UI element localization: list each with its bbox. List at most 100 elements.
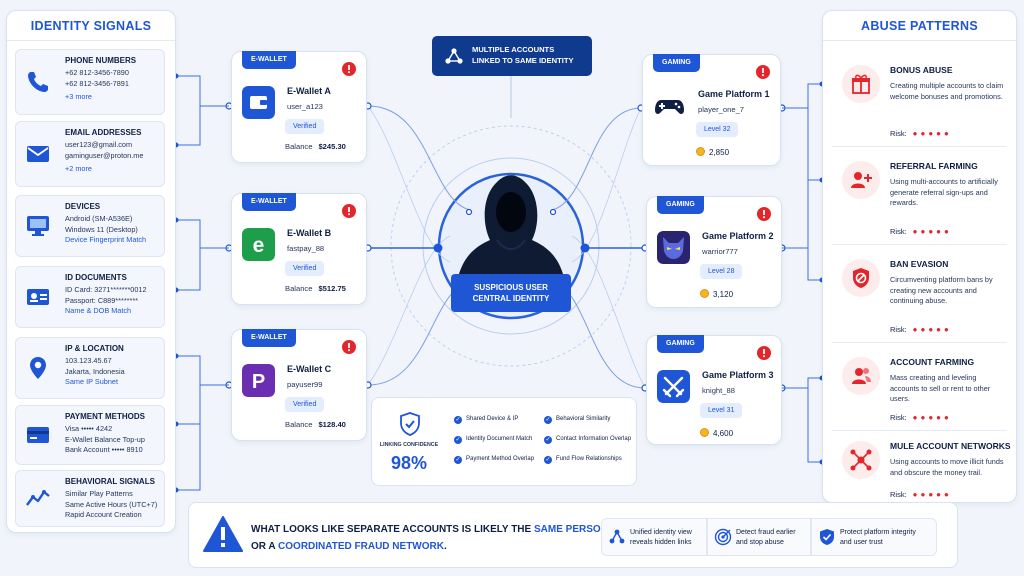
id-card-icon xyxy=(27,289,49,305)
risk-rating: Risk:●●●●● xyxy=(890,325,952,334)
hierarchy-icon xyxy=(609,529,625,544)
pattern-ban-evasion[interactable]: BAN EVASION Circumventing platform bans … xyxy=(832,247,1007,343)
signal-heading: ID DOCUMENTS xyxy=(65,273,127,282)
feature-unified-view: Unified identity view reveals hidden link… xyxy=(601,518,707,556)
signal-id-documents[interactable]: ID DOCUMENTS ID Card: 3271*******0012 Pa… xyxy=(15,266,165,328)
signal-line: Passport: C889******** xyxy=(65,295,139,305)
conclusion-text: . xyxy=(443,541,447,552)
account-username: user_a123 xyxy=(287,102,323,111)
signal-match-link[interactable]: Same IP Subnet xyxy=(65,377,119,386)
signal-email-addresses[interactable]: EMAIL ADDRESSES user123@gmail.com gaming… xyxy=(15,121,165,187)
feature-line: Unified identity view xyxy=(630,529,692,536)
feature-line: and user trust xyxy=(840,539,883,546)
signal-line: Android (SM-A536E) xyxy=(65,214,133,223)
conclusion-highlight: COORDINATED FRAUD NETWORK xyxy=(278,541,444,552)
conclusion-highlight: SAME PERSON xyxy=(533,524,608,535)
account-username: fastpay_88 xyxy=(287,244,325,253)
coin-value: 2,850 xyxy=(709,148,730,157)
banner-text: MULTIPLE ACCOUNTS LINKED TO SAME IDENTIT… xyxy=(472,44,574,66)
account-type-tag: E-WALLET xyxy=(242,193,296,211)
pattern-bonus-abuse[interactable]: BONUS ABUSE Creating multiple accounts t… xyxy=(832,53,1007,147)
alert-icon xyxy=(342,204,356,218)
conclusion-bar: WHAT LOOKS LIKE SEPARATE ACCOUNTS IS LIK… xyxy=(188,502,958,568)
abuse-patterns-panel: ABUSE PATTERNS BONUS ABUSE Creating mult… xyxy=(822,10,1017,503)
account-card-game-platform-3[interactable]: GAMING Game Platform 3 knight_88 Level 3… xyxy=(646,335,782,445)
confidence-item-label: Payment Method Overlap xyxy=(466,456,535,462)
confidence-item-label: Contact Information Overlap xyxy=(556,436,632,442)
coin-balance: 2,850 xyxy=(696,147,729,157)
gamepad-icon xyxy=(655,100,684,114)
account-card-ewallet-a[interactable]: E-WALLET E-Wallet A user_a123 Verified B… xyxy=(231,51,367,163)
account-username: player_one_7 xyxy=(698,105,745,114)
account-card-game-platform-2[interactable]: GAMING Game Platform 2 warrior777 Level … xyxy=(646,196,782,308)
signal-line: Visa ••••• 4242 xyxy=(65,424,113,433)
signal-heading: IP & LOCATION xyxy=(65,344,124,353)
pattern-referral-farming[interactable]: REFERRAL FARMING Using multi-accounts to… xyxy=(832,149,1007,245)
signal-line: user123@gmail.com xyxy=(65,140,133,149)
confidence-item-label: Shared Device & IP xyxy=(466,416,519,422)
signal-devices[interactable]: DEVICES Android (SM-A536E) Windows 11 (D… xyxy=(15,195,165,257)
signal-line: ID Card: 3271*******0012 xyxy=(65,285,147,294)
conclusion-text: OR A xyxy=(251,541,279,552)
account-type-tag: GAMING xyxy=(657,335,704,353)
check-icon: ✓ xyxy=(454,436,462,444)
share-nodes-icon xyxy=(445,48,463,64)
confidence-item: ✓ Contact Information Overlap xyxy=(544,436,631,444)
confidence-item: ✓Payment Method Overlap xyxy=(454,456,534,464)
phone-icon xyxy=(28,72,48,92)
linked-accounts-banner: MULTIPLE ACCOUNTS LINKED TO SAME IDENTIT… xyxy=(432,36,592,76)
account-card-ewallet-c[interactable]: E-WALLET P E-Wallet C payuser99 Verified… xyxy=(231,329,367,441)
pattern-heading: MULE ACCOUNT NETWORKS xyxy=(890,441,1011,451)
level-badge: Level 31 xyxy=(700,403,743,418)
account-card-game-platform-1[interactable]: GAMING Game Platform 1 player_one_7 Leve… xyxy=(642,54,781,166)
account-name: Game Platform 3 xyxy=(702,370,774,380)
feature-protect-platform: Protect platform integrity and user trust xyxy=(811,518,937,556)
feature-line: reveals hidden links xyxy=(630,539,692,546)
pattern-mule-account-networks[interactable]: MULE ACCOUNT NETWORKS Using accounts to … xyxy=(832,433,1011,503)
abuse-patterns-title: ABUSE PATTERNS xyxy=(823,11,1016,41)
email-icon xyxy=(27,146,49,162)
check-icon: ✓ xyxy=(544,416,552,424)
signal-payment-methods[interactable]: PAYMENT METHODS Visa ••••• 4242 E-Wallet… xyxy=(15,405,165,465)
check-icon: ✓ xyxy=(544,436,552,444)
shield-check-icon xyxy=(820,529,834,545)
signal-ip-location[interactable]: IP & LOCATION 103.123.45.67 Jakarta, Ind… xyxy=(15,337,165,399)
coin-balance: 4,600 xyxy=(700,428,733,438)
verified-badge: Verified xyxy=(285,397,325,412)
pattern-heading: REFERRAL FARMING xyxy=(890,161,978,171)
signal-more-link[interactable]: +3 more xyxy=(65,92,92,101)
pattern-description: Circumventing platform bans by creating … xyxy=(890,275,993,305)
signal-more-link[interactable]: +2 more xyxy=(65,164,92,173)
svg-text:P: P xyxy=(252,371,265,393)
user-plus-icon xyxy=(842,161,880,199)
network-icon xyxy=(842,441,880,479)
signal-line: Rapid Account Creation xyxy=(65,510,142,519)
shield-check-icon xyxy=(400,412,420,436)
risk-label: Risk: xyxy=(890,227,907,236)
crossed-swords-icon xyxy=(657,370,690,403)
confidence-item-label: Identity Document Match xyxy=(466,436,533,442)
signal-match-link[interactable]: Device Fingerprint Match xyxy=(65,235,147,244)
coin-icon xyxy=(696,147,705,156)
pattern-account-farming[interactable]: ACCOUNT FARMING Mass creating and leveli… xyxy=(832,345,1007,431)
signal-behavioral[interactable]: BEHAVIORAL SIGNALS Similar Play Patterns… xyxy=(15,470,165,527)
risk-label: Risk: xyxy=(890,325,907,334)
conclusion-line-1: WHAT LOOKS LIKE SEPARATE ACCOUNTS IS LIK… xyxy=(251,521,608,538)
risk-rating: Risk:●●●●● xyxy=(890,490,952,499)
signal-match-link[interactable]: Name & DOB Match xyxy=(65,306,132,315)
balance-label: Balance xyxy=(285,420,313,429)
risk-rating: Risk:●●●●● xyxy=(890,413,952,422)
feature-line: Protect platform integrity xyxy=(840,529,916,536)
signal-heading: EMAIL ADDRESSES xyxy=(65,128,142,137)
account-balance: Balance$128.40 xyxy=(285,420,346,429)
monitor-icon xyxy=(27,216,49,236)
signal-line: Jakarta, Indonesia xyxy=(65,366,125,376)
account-card-ewallet-b[interactable]: E-WALLET e E-Wallet B fastpay_88 Verifie… xyxy=(231,193,367,305)
signal-heading: DEVICES xyxy=(65,202,101,211)
signal-line: Windows 11 (Desktop) xyxy=(65,224,138,234)
signal-phone-numbers[interactable]: PHONE NUMBERS +62 812-3456-7890 +62 812-… xyxy=(15,49,165,115)
pattern-description: Using accounts to move illicit funds and… xyxy=(890,457,1004,477)
central-identity-line: SUSPICIOUS USER xyxy=(474,283,548,292)
alert-icon xyxy=(342,340,356,354)
